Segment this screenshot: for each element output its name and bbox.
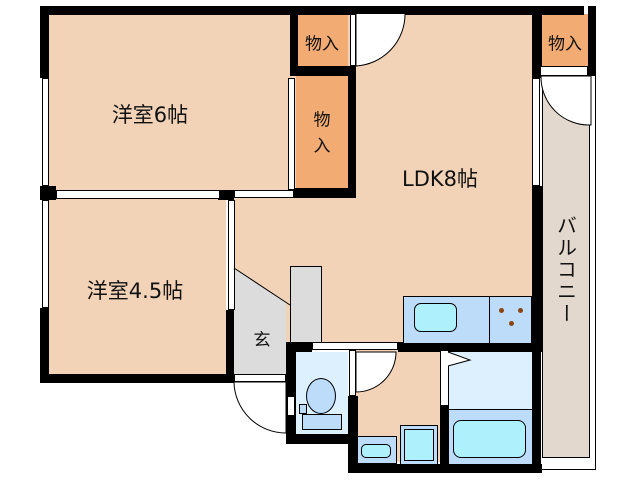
bath-door-post[interactable]	[440, 350, 449, 406]
wall-left-bottom	[40, 308, 49, 383]
wall-ldk-right	[532, 186, 542, 352]
sliding-door-6-to-ldk[interactable]	[288, 78, 295, 190]
sliding-closet-door[interactable]	[234, 190, 294, 198]
sliding-door-4-5-to-ldk[interactable]	[228, 200, 235, 310]
toilet-bowl	[306, 378, 336, 414]
balcony-floor	[542, 76, 590, 458]
kitchen-sink	[414, 303, 457, 332]
stove-burner-2	[518, 308, 523, 313]
bathtub-basin	[453, 420, 526, 458]
wall-toilet-bottom	[286, 434, 356, 444]
closet-label-top-middle: 物入	[305, 34, 339, 55]
stove-burner-3	[509, 321, 514, 326]
closet-top-right	[540, 14, 588, 66]
closet-label-top-right: 物入	[548, 34, 582, 55]
room-label-ldk: LDK8帖	[401, 167, 479, 191]
closet-label-vertical-1: 物	[313, 110, 331, 131]
closet-middle-vertical	[296, 76, 350, 190]
room-label-western-4-5: 洋室4.5帖	[86, 279, 184, 303]
counter-divider	[489, 296, 490, 344]
wall-kitchen-bottom	[398, 342, 542, 352]
room-western-4-5	[48, 198, 226, 376]
window-balcony-door[interactable]	[532, 78, 540, 186]
room-label-western-6: 洋室6帖	[111, 103, 189, 127]
toilet-tank	[302, 414, 342, 430]
window-left-upper	[42, 78, 49, 186]
wall-corner-mid	[218, 190, 234, 200]
wall-top-right-2	[532, 6, 584, 15]
wall-closet-divider	[290, 66, 356, 76]
closet-label-vertical-2: 入	[313, 136, 331, 157]
wall-left-mid	[40, 186, 56, 200]
wall-bottom-left	[40, 374, 234, 383]
wall-left-top	[40, 6, 49, 78]
wall-wash-left	[348, 396, 358, 472]
wall-closet-tr-bottom-left	[532, 66, 542, 76]
wall-closet-bottom	[290, 188, 356, 198]
wall-bottom-right	[348, 464, 542, 473]
washbasin-bowl	[361, 444, 391, 458]
wall-right-top	[588, 6, 596, 76]
stove-burner-1	[499, 308, 504, 313]
sliding-door-toilet-ldk[interactable]	[312, 342, 398, 350]
wall-ldk-right-top	[532, 6, 542, 78]
window-left-lower	[42, 200, 49, 308]
sliding-door-between-western-rooms[interactable]	[56, 190, 220, 199]
room-label-balcony: バルコニー	[553, 215, 578, 325]
washing-machine-inner	[404, 429, 434, 461]
wall-toilet-left	[286, 342, 296, 442]
wall-closet-right-column	[290, 6, 298, 66]
wall-bath-right	[532, 350, 541, 470]
toilet-paper	[299, 404, 307, 414]
wall-4-5-right	[226, 310, 234, 382]
shoe-cabinet	[290, 266, 322, 344]
toilet-window	[287, 396, 295, 416]
room-label-entrance: 玄	[253, 330, 271, 351]
wall-closet-vertical-right	[348, 66, 356, 198]
closet-top-middle	[296, 14, 348, 66]
wall-toilet-top	[286, 342, 312, 352]
wall-bath-left	[440, 404, 449, 466]
